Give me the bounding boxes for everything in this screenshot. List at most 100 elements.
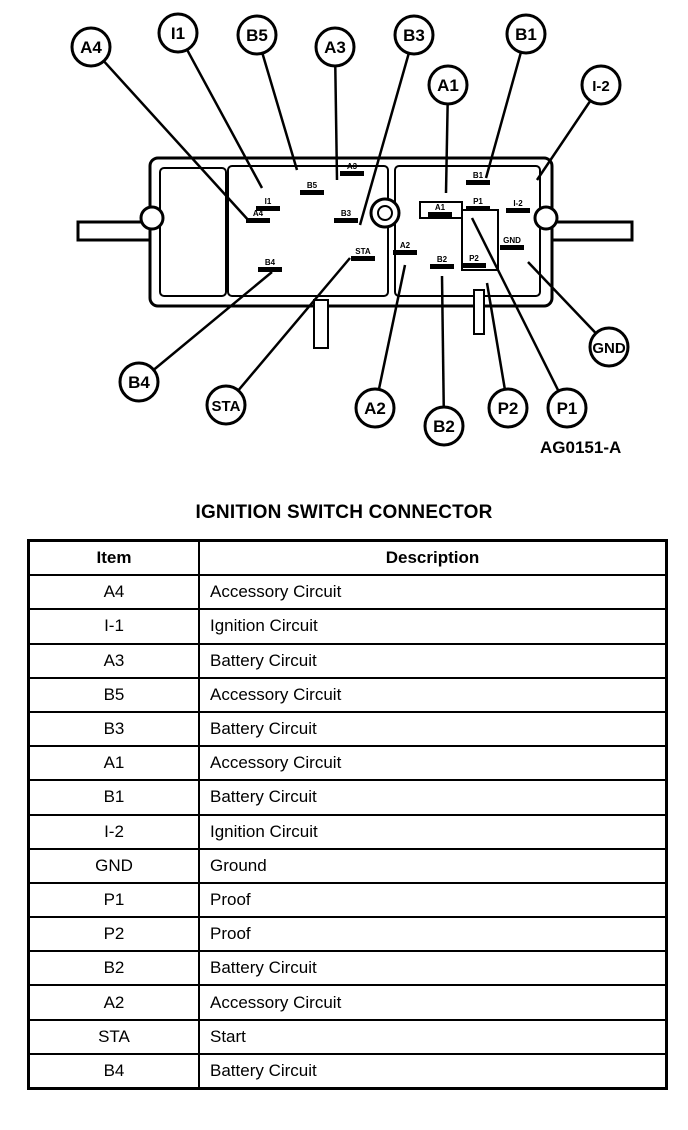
inner-left-frame [159,167,227,297]
item-cell: B4 [27,1052,200,1090]
callout-circle [157,12,199,54]
figure-code: AG0151-A [540,438,622,457]
pin-terminal [340,171,364,176]
callout-label: B2 [433,417,455,436]
pin-label: B4 [265,258,276,267]
callout-label: P2 [498,399,519,418]
item-cell: B1 [27,779,200,816]
callout-label: B1 [515,25,537,44]
tab-left [313,299,329,349]
description-cell: Accessory Circuit [198,984,668,1021]
leader-line [470,217,560,392]
pin-label: I1 [265,197,272,206]
pin-terminal [351,256,375,261]
pin-label: P2 [469,254,479,263]
callout-label: B5 [246,26,268,45]
leader-line [527,261,597,335]
description-cell: Accessory Circuit [198,574,668,611]
description-cell: Ignition Circuit [198,608,668,645]
leader-line [377,264,407,390]
description-cell: Battery Circuit [198,950,668,987]
pin-label: A2 [400,241,411,250]
description-cell: Battery Circuit [198,1052,668,1090]
pin-label: B5 [307,181,318,190]
callout-circle [580,64,622,106]
pin-terminal [462,263,486,268]
callout-circle [546,387,588,429]
description-cell: Battery Circuit [198,710,668,748]
pin-label: STA [355,247,371,256]
pin-terminal [500,245,524,250]
pin-terminal [258,267,282,272]
callout-label: STA [212,398,241,415]
item-cell: A2 [27,984,200,1021]
callout-circle [427,64,469,106]
inner-center-frame [227,165,389,297]
tab-right [473,289,485,335]
pin-terminal [506,208,530,213]
callout-label: P1 [557,399,578,418]
description-cell: Battery Circuit [198,642,668,679]
callout-circle [236,14,278,56]
item-cell: B5 [27,676,200,713]
center-stud-inner [377,205,393,221]
leader-line [152,271,273,371]
pin-label: I-2 [513,199,523,208]
item-cell: STA [27,1018,200,1055]
callout-label: A1 [437,76,459,95]
callout-circle [505,13,547,55]
item-cell: A3 [27,642,200,679]
table-title: IGNITION SWITCH CONNECTOR [195,502,493,523]
callout-circle [393,14,435,56]
description-cell: Proof [198,881,668,919]
pin-label: B1 [473,171,484,180]
callout-label: GND [592,340,626,357]
pin-terminal [334,218,358,223]
item-cell: A1 [27,745,200,782]
pin-label: B2 [437,255,448,264]
pin-terminal [256,206,280,211]
item-cell: GND [27,847,200,884]
leader-line [358,52,411,226]
leader-line [185,49,264,189]
description-cell: Start [198,1018,668,1055]
pin-label: GND [503,236,521,245]
pin-terminal [393,250,417,255]
leader-line [535,100,592,181]
pin-terminal [246,218,270,223]
leader-line [444,103,449,194]
header-description: Description [198,539,668,577]
description-cell: Accessory Circuit [198,676,668,713]
leader-line [484,51,523,179]
description-cell: Accessory Circuit [198,745,668,782]
callout-circle [423,405,465,447]
item-cell: P2 [27,916,200,953]
leader-line [485,282,507,390]
callout-label: A4 [80,38,102,57]
description-cell: Battery Circuit [198,779,668,816]
item-cell: B3 [27,710,200,748]
pin-terminal [466,180,490,185]
pin-terminal [428,212,452,217]
leader-line [102,60,251,223]
callout-circle [487,387,529,429]
leader-line [440,275,445,408]
callout-label: A3 [324,38,346,57]
pin-label: A4 [253,209,264,218]
pin-label: A3 [347,162,358,171]
leader-line [237,257,351,392]
callout-label: A2 [364,399,386,418]
callout-label: I1 [171,24,185,43]
description-cell: Ground [198,847,668,884]
